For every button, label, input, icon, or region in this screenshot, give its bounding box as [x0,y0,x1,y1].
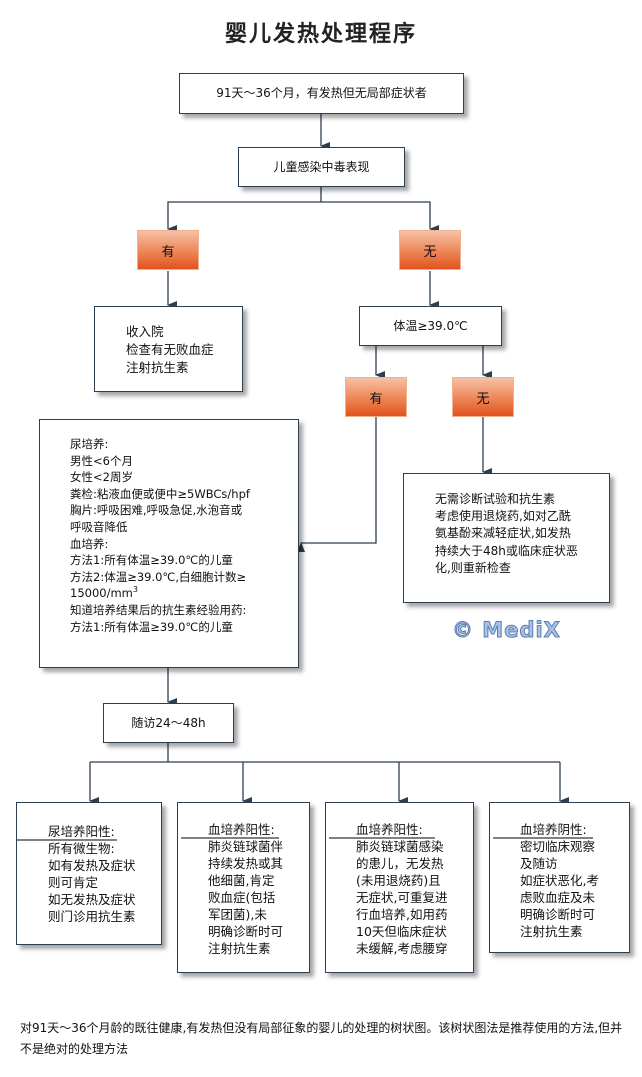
cultures-wbc-exponent: 3 [132,585,138,595]
outcome-blood-negative: 血培养阴性: 密切临床观察 及随访 如症状恶化,考 虑败血症及未 明确诊断时可 … [489,802,630,953]
decision-toxic-yes-label: 有 [161,244,175,260]
cultures-line: 知道培养结果后的抗生素经验用药: [70,602,247,617]
no-test-line: 持续大于48h或临床症状恶 [435,543,578,558]
cultures-line: 女性<2周岁 [70,470,133,485]
followup-node-label: 随访24～48h [131,715,206,730]
cultures-line: 男性<6个月 [70,453,133,468]
cultures-line: 方法2:体温≥39.0℃,白细胞计数≥ [70,569,247,584]
no-test-line: 考虑使用退烧药,如对乙酰 [435,509,571,524]
outcome-line: 肺炎链球菌感染 [356,839,444,854]
decision-toxic-no: 无 [399,230,461,270]
outcome-line: 及随访 [520,856,558,871]
outcome-line: (未用退烧药)且 [356,873,441,888]
cultures-line: 呼吸音降低 [70,519,128,534]
outcome-line: 军团菌),未 [208,907,267,922]
outcome-line: 行血培养,如用药 [356,907,448,922]
cultures-line: 方法1:所有体温≥39.0℃的儿童 [70,553,233,568]
no-test-line: 氨基酚来减轻症状,如发热 [435,526,571,541]
outcome-line: 如无发热及症状 [48,892,136,907]
cultures-wbc-value: 15000/mm [70,586,133,601]
outcome-line: 的患儿，无发热 [356,856,444,871]
page-title: 婴儿发热处理程序 [224,21,417,47]
outcome-heading: 血培养阴性: [520,822,587,837]
connector-toxicity-split [167,187,322,233]
outcome-line: 明确诊断时可 [208,924,284,939]
temperature-node-label: 体温≥39.0℃ [393,318,468,333]
admit-node: 收入院 检查有无败血症 注射抗生素 [94,306,243,392]
outcome-heading: 血培养阳性: [356,822,423,837]
heading-underline [181,837,279,839]
connector-toxicity-no [321,201,439,233]
figure-caption: 对91天～36个月龄的既往健康,有发热但没有局部征象的婴儿的处理的树状图。该树状… [20,1021,623,1056]
outcome-line: 密切临床观察 [520,839,596,854]
cultures-line: 方法1:所有体温≥39.0℃的儿童 [70,619,233,634]
outcome-line: 如症状恶化,考 [520,873,599,888]
decision-toxic-yes: 有 [137,230,199,270]
no-test-line: 化,则重新检查 [435,560,511,575]
outcome-line: 败血症(包括 [208,890,276,905]
outcome-line: 未缓解,考虑腰穿 [356,941,448,956]
toxicity-node: 儿童感染中毒表现 [238,147,405,187]
outcome-line: 10天但临床症状 [356,924,447,939]
heading-underline [493,837,593,839]
outcome-line: 则门诊用抗生素 [48,909,136,924]
outcome-line: 虑败血症及未 [520,890,596,905]
temperature-node: 体温≥39.0℃ [359,306,502,346]
start-node-label: 91天～36个月，有发热但无局部症状者 [216,86,427,100]
decision-temp-yes-label: 有 [369,391,383,407]
outcome-line: 所有微生物: [48,841,115,856]
start-node: 91天～36个月，有发热但无局部症状者 [179,73,464,114]
cultures-line-wbc: 15000/mm3 [70,585,250,602]
outcome-line: 注射抗生素 [208,941,271,956]
cultures-line: 血培养: [70,536,109,551]
heading-underline [329,837,435,839]
outcome-line: 注射抗生素 [520,924,583,939]
outcome-line: 他细菌,肯定 [208,873,275,888]
decision-toxic-no-label: 无 [423,244,437,260]
outcome-line: 肺炎链球菌伴 [208,839,284,854]
outcome-blood-positive-b: 血培养阳性: 肺炎链球菌感染 的患儿，无发热 (未用退烧药)且 无症状,可重复进… [325,802,474,973]
outcome-blood-positive-a: 血培养阳性: 肺炎链球菌伴 持续发热或其 他细菌,肯定 败血症(包括 军团菌),… [177,802,310,973]
cultures-node: 尿培养: 男性<6个月 女性<2周岁 粪检:粘液血便或便中≥5WBCs/hpf … [39,419,299,668]
medix-watermark: © MediX [452,618,561,643]
outcome-heading: 尿培养阳性: [48,824,115,839]
cultures-line: 粪检:粘液血便或便中≥5WBCs/hpf [70,486,250,501]
followup-node: 随访24～48h [103,703,234,743]
outcome-line: 持续发热或其 [208,856,284,871]
connector-tempyes-cultures [297,417,377,552]
outcome-urine-positive: 尿培养阳性: 所有微生物: 如有发热及症状 则可肯定 如无发热及症状 则门诊用抗… [16,802,162,945]
admit-line: 注射抗生素 [126,360,189,375]
admit-line: 收入院 [126,324,164,339]
no-test-line: 无需诊断试验和抗生素 [435,492,556,506]
decision-temp-no: 无 [452,377,514,417]
outcome-line: 无症状,可重复进 [356,890,448,905]
outcome-line: 则可肯定 [48,875,99,890]
outcome-line: 明确诊断时可 [520,907,596,922]
outcome-heading: 血培养阳性: [208,822,275,837]
decision-temp-yes: 有 [345,377,407,417]
heading-underline [17,839,117,841]
no-test-node: 无需诊断试验和抗生素 考虑使用退烧药,如对乙酰 氨基酚来减轻症状,如发热 持续大… [403,473,610,603]
outcome-line: 如有发热及症状 [48,858,136,873]
admit-line: 检查有无败血症 [126,342,214,357]
decision-temp-no-label: 无 [476,391,490,407]
cultures-line: 尿培养: [70,437,109,451]
toxicity-node-label: 儿童感染中毒表现 [273,159,370,174]
cultures-line: 胸片:呼吸困难,呼吸急促,水泡音或 [70,503,243,518]
